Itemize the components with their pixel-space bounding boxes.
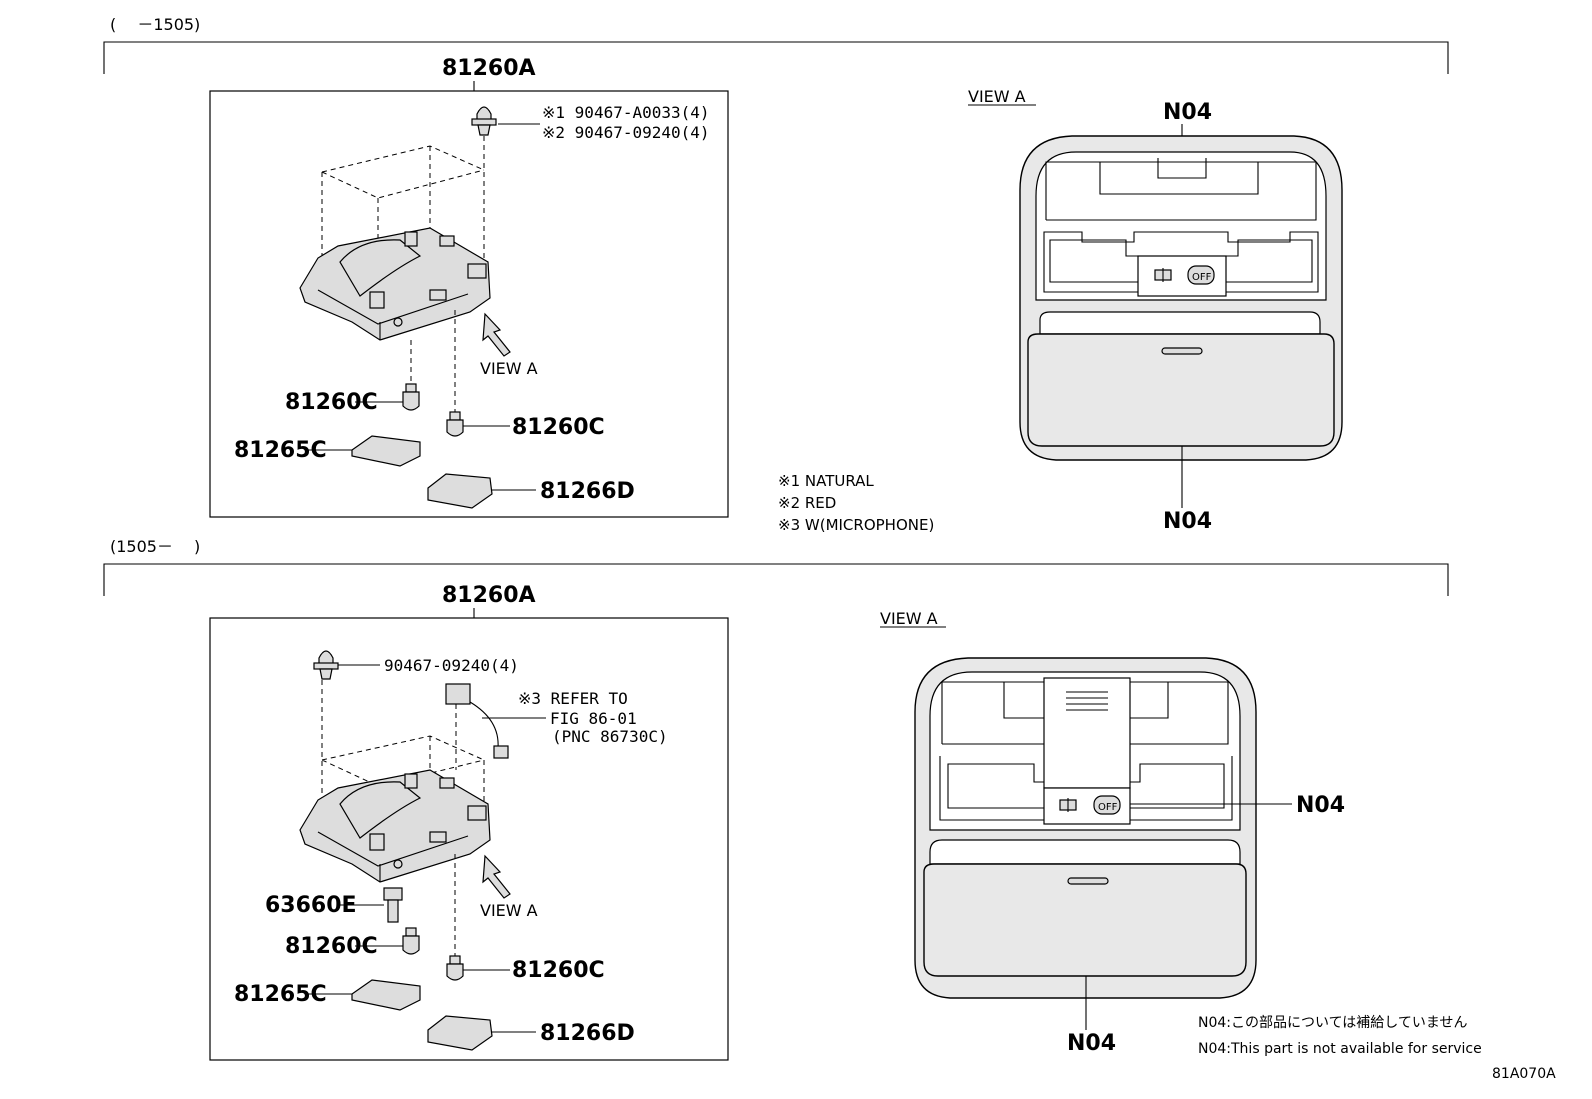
- vent-icon: [1161, 347, 1203, 355]
- callout-63660E: 63660E: [265, 893, 357, 918]
- bulb-right-1: [446, 411, 464, 437]
- console-view-2: OFF: [914, 657, 1257, 999]
- off-label-1: OFF: [1192, 272, 1212, 283]
- bracket-63660E: [383, 887, 403, 923]
- clip-ref-1a: ※1 90467-A0033(4): [542, 103, 710, 122]
- n04-side-label-2: N04: [1296, 793, 1345, 818]
- bulb-right-2: [446, 955, 464, 981]
- lamp-housing-1: [299, 227, 491, 341]
- footnote-ja: N04:この部品については補給していません: [1198, 1015, 1467, 1031]
- door-icon: [1154, 268, 1172, 282]
- color-note-2: ※2 RED: [778, 494, 836, 512]
- color-note-3: ※3 W(MICROPHONE): [778, 516, 934, 534]
- assembly-box-2: [209, 617, 729, 1061]
- assembly-label-1: 81260A: [442, 56, 536, 81]
- view-arrow-2: [482, 854, 511, 899]
- clip-ref-2: 90467-09240(4): [384, 656, 519, 675]
- assembly-box-1: [209, 90, 729, 518]
- callout-81260C-left-1: 81260C: [285, 390, 378, 415]
- view-title-1: VIEW A: [968, 87, 1026, 106]
- off-switch-icon-2: OFF: [1093, 795, 1121, 815]
- refer-text-2: FIG 86-01: [550, 709, 637, 728]
- section-bracket-1: [103, 41, 1449, 74]
- clip-icon-2: [313, 650, 339, 680]
- range-label-2: (1505－ ): [110, 537, 200, 556]
- callout-81265C-1: 81265C: [234, 438, 327, 463]
- clip-ref-1b: ※2 90467-09240(4): [542, 123, 710, 142]
- figure-code: 81A070A: [1492, 1066, 1556, 1082]
- range-label-1: ( －1505): [110, 15, 200, 34]
- callout-81266D-2: 81266D: [540, 1021, 635, 1046]
- microphone-grille-icon: [1066, 691, 1108, 711]
- section-2: (1505－ ) 81260A 90467-09240(4) ※3 REFER …: [103, 537, 1449, 1061]
- view-title-2: VIEW A: [880, 609, 938, 628]
- view-arrow-label-1: VIEW A: [480, 359, 538, 378]
- lens-left-2: [351, 979, 421, 1011]
- color-note-1: ※1 NATURAL: [778, 472, 874, 490]
- callout-81260C-left-2: 81260C: [285, 934, 378, 959]
- n04-bottom-label-2: N04: [1067, 1031, 1116, 1056]
- callout-81266D-1: 81266D: [540, 479, 635, 504]
- footnote-en: N04:This part is not available for servi…: [1198, 1041, 1482, 1057]
- callout-81265C-2: 81265C: [234, 982, 327, 1007]
- clip-icon: [471, 106, 497, 136]
- view-arrow-1: [482, 312, 511, 357]
- assembly-label-2: 81260A: [442, 583, 536, 608]
- off-switch-icon: OFF: [1187, 265, 1215, 285]
- section-1: ( －1505) 81260A ※1 90467-A0033(4) ※2 904…: [103, 15, 1449, 534]
- microphone-cover: [1043, 677, 1131, 789]
- lens-right-1: [427, 473, 493, 509]
- off-label-2: OFF: [1098, 802, 1118, 813]
- callout-81260C-right-2: 81260C: [512, 958, 605, 983]
- callout-81260C-right-1: 81260C: [512, 415, 605, 440]
- lamp-housing-2: [299, 769, 491, 883]
- view-arrow-label-2: VIEW A: [480, 901, 538, 920]
- n04-bottom-label-1: N04: [1163, 509, 1212, 534]
- vent-icon-2: [1067, 877, 1109, 885]
- lens-left-1: [351, 435, 421, 467]
- bulb-left-2: [402, 927, 420, 955]
- n04-top-label-1: N04: [1163, 100, 1212, 125]
- refer-text-1: ※3 REFER TO: [518, 689, 628, 708]
- section-bracket-2: [103, 563, 1449, 596]
- lens-right-2: [427, 1015, 493, 1051]
- dashed-frame-1: [321, 136, 485, 300]
- door-icon-2: [1059, 798, 1077, 812]
- microphone-harness: [445, 683, 509, 759]
- bulb-left-1: [402, 383, 420, 411]
- console-view-1: OFF: [1019, 135, 1343, 461]
- refer-text-3: (PNC 86730C): [552, 727, 668, 746]
